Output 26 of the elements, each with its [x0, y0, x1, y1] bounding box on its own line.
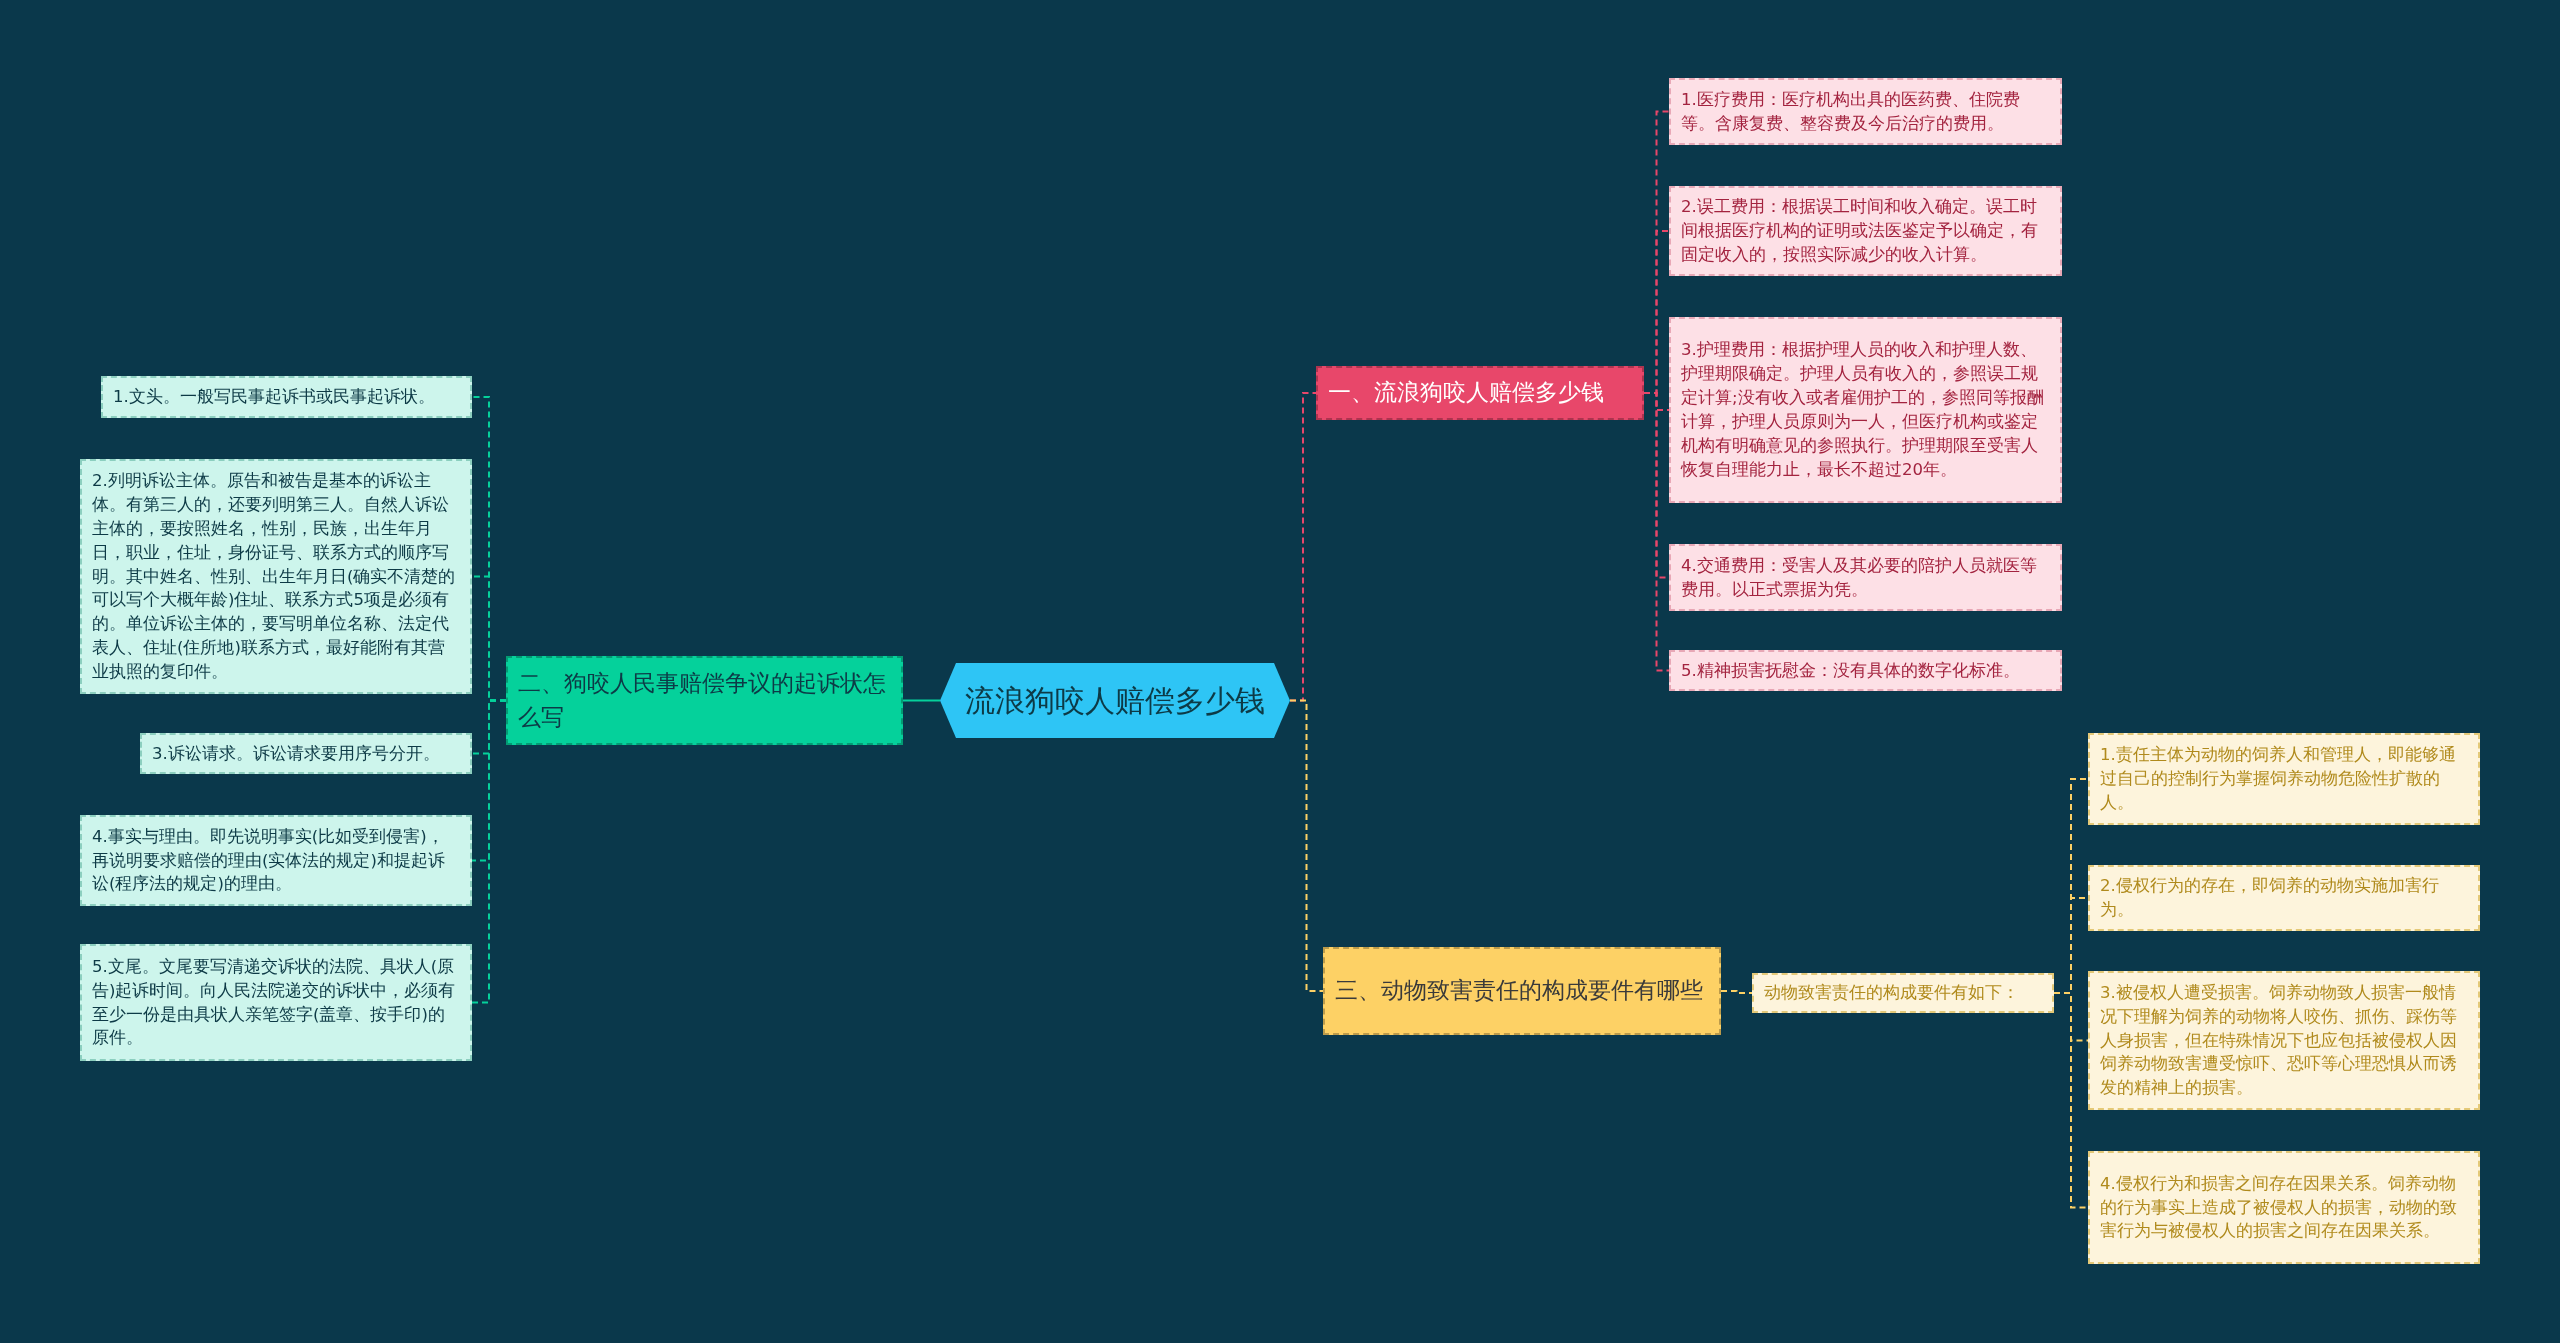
- note-box: 3.护理费用：根据护理人员的收入和护理人数、护理期限确定。护理人员有收入的，参照误工规定计算;没有收入或者雇佣护工的，参照同等报酬计算，护理人员原则为一人，但医疗机构或鉴定机构有明确意见的参照执行。护理期限至受害人恢复自理能力止，最长不超过20年。: [1669, 317, 2062, 503]
- note-box: 1.责任主体为动物的饲养人和管理人，即能够通过自己的控制行为掌握饲养动物危险性扩散的人。: [2088, 733, 2480, 825]
- note-box: 5.文尾。文尾要写清递交诉状的法院、具状人(原告)起诉时间。向人民法院递交的诉状中，必须有至少一份是由具状人亲笔签字(盖章、按手印)的原件。: [80, 944, 472, 1061]
- note-box: 4.事实与理由。即先说明事实(比如受到侵害)，再说明要求赔偿的理由(实体法的规定)和提起诉讼(程序法的规定)的理由。: [80, 815, 472, 906]
- connector-line: [1289, 699, 1324, 992]
- connector-line: [1643, 392, 1670, 672]
- topic-text: 流浪狗咬人赔偿多少钱: [965, 681, 1265, 720]
- note-box: 4.侵权行为和损害之间存在因果关系。饲养动物的行为事实上造成了被侵权人的损害，动物的致害行为与被侵权人的损害之间存在因果关系。: [2088, 1151, 2480, 1264]
- note-box: 2.误工费用：根据误工时间和收入确定。误工时间根据医疗机构的证明或法医鉴定予以确定，有固定收入的，按照实际减少的收入计算。: [1669, 186, 2062, 276]
- hexagon-topic: [940, 663, 1290, 738]
- connector-line: [471, 699, 507, 1004]
- connector-line: [902, 699, 941, 702]
- topic-box: 一、流浪狗咬人赔偿多少钱: [1316, 366, 1644, 420]
- note-box: 1.医疗费用：医疗机构出具的医药费、住院费等。含康复费、整容费及今后治疗的费用。: [1669, 78, 2062, 145]
- topic-box: 二、狗咬人民事赔偿争议的起诉状怎么写: [506, 656, 903, 745]
- note-box: 3.被侵权人遭受损害。饲养动物致人损害一般情况下理解为饲养的动物将人咬伤、抓伤、踩伤等人身损害，但在特殊情况下也应包括被侵权人因饲养动物致害遭受惊吓、恐吓等心理恐惧从而诱发的精神上的损害。: [2088, 971, 2480, 1110]
- note-box: 4.交通费用：受害人及其必要的陪护人员就医等费用。以正式票据为凭。: [1669, 544, 2062, 611]
- note-box: 1.文头。一般写民事起诉书或民事起诉状。: [101, 376, 472, 418]
- connector-line: [1720, 990, 1753, 994]
- note-box: 2.列明诉讼主体。原告和被告是基本的诉讼主体。有第三人的，还要列明第三人。自然人诉讼主体的，要按照姓名，性别，民族，出生年月日，职业，住址，身份证号、联系方式的顺序写明。其中姓名、性别、出生年月日(确实不清楚的可以写个大概年龄)住址、联系方式5项是必须有的。单位诉讼主体的，要写明单位名称、法定代表人、住址(住所地)联系方式，最好能附有其营业执照的复印件。: [80, 459, 472, 694]
- note-box: 动物致害责任的构成要件有如下：: [1752, 973, 2054, 1013]
- topic-box: 三、动物致害责任的构成要件有哪些: [1323, 947, 1721, 1035]
- note-box: 2.侵权行为的存在，即饲养的动物实施加害行为。: [2088, 865, 2480, 931]
- note-box: 5.精神损害抚慰金：没有具体的数字化标准。: [1669, 650, 2062, 691]
- note-box: 3.诉讼请求。诉讼请求要用序号分开。: [140, 733, 472, 774]
- connector-line: [2053, 992, 2089, 1209]
